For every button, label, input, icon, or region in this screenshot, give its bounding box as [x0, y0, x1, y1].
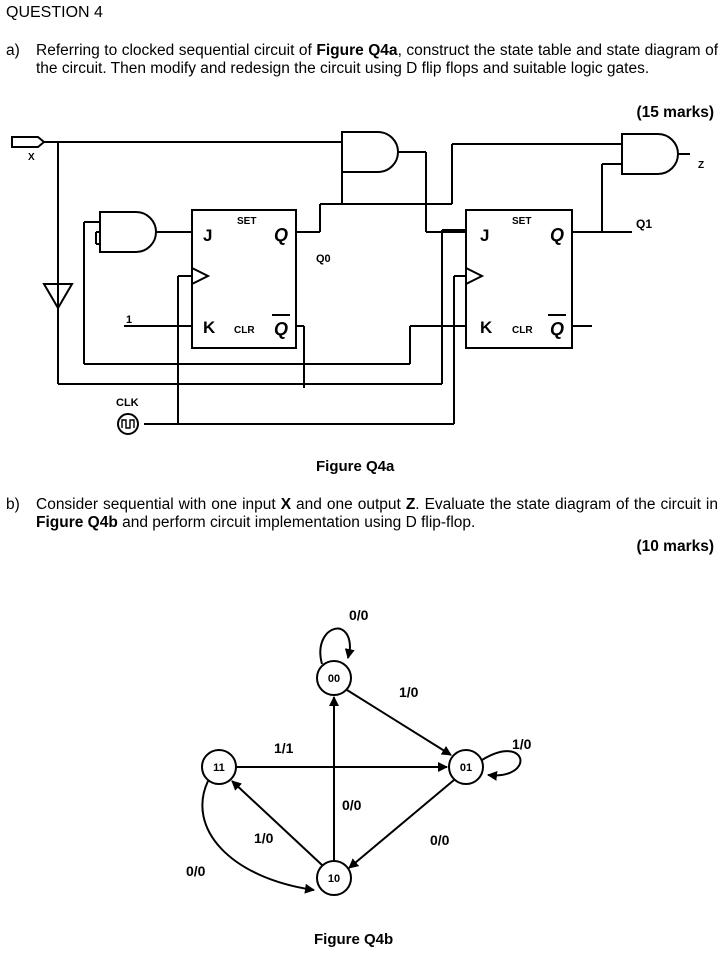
label-00-to-01: 1/0 [399, 684, 419, 700]
state-11-label: 11 [213, 762, 225, 774]
q1-label: Q1 [636, 217, 652, 231]
part-a-text-1: Referring to clocked sequential circuit … [36, 42, 317, 59]
output-z-label: Z [698, 160, 704, 171]
figure-q4b-state-diagram: 00 01 10 11 0/0 1/0 1/0 0/0 0/0 1/0 1/1 … [186, 607, 532, 896]
label-10-to-11: 1/0 [254, 830, 274, 846]
ff2-q-label: Q [550, 225, 564, 245]
state-01-label: 01 [460, 762, 472, 774]
label-11-to-01: 1/1 [274, 740, 294, 756]
part-b-text-4: and perform circuit implementation using… [117, 514, 476, 531]
part-b-label: b) [6, 496, 20, 513]
clk-label: CLK [116, 397, 139, 409]
const-one-label: 1 [126, 314, 132, 326]
ff2-j-label: J [480, 226, 489, 245]
flipflop-2-box [465, 209, 573, 349]
part-b-text-2: and one output [291, 496, 406, 513]
input-x-label: X [28, 152, 35, 163]
state-10-label: 10 [328, 873, 340, 885]
ff2-clr-label: CLR [512, 325, 533, 336]
ff1-j-label: J [203, 226, 212, 245]
ff1-clr-label: CLR [234, 325, 255, 336]
label-01-to-10: 0/0 [430, 832, 450, 848]
ff1-q-label: Q [274, 225, 288, 245]
transition-10-to-11 [231, 780, 323, 866]
question-title: QUESTION 4 [6, 4, 103, 21]
transition-00-self [319, 627, 355, 665]
ff2-set-label: SET [512, 216, 531, 227]
part-b-text-3: . Evaluate the state diagram of the circ… [415, 496, 718, 513]
part-a-figure-ref: Figure Q4a [316, 42, 398, 59]
part-b-marks: (10 marks) [636, 538, 714, 555]
part-a-label: a) [6, 42, 20, 59]
ff2-k-label: K [480, 318, 493, 337]
buffer-symbol [42, 283, 74, 310]
ff2-clock-triangle [465, 267, 485, 285]
ff1-clock-triangle [191, 267, 211, 285]
transition-11-to-10 [201, 780, 315, 894]
state-00-label: 00 [328, 673, 340, 685]
ff1-qbar-label: Q [274, 319, 288, 339]
input-x-pin [11, 136, 46, 148]
clock-source [117, 413, 139, 435]
ff1-set-label: SET [237, 216, 256, 227]
label-00-self: 0/0 [349, 607, 369, 623]
transition-01-self [481, 750, 522, 781]
ff1-k-label: K [203, 318, 216, 337]
transition-01-to-10 [348, 779, 455, 869]
state-01-circle [448, 749, 484, 785]
figure-q4a-circuit: J SET Q K CLR Q J SET Q K CLR Q X Z Q0 Q… [11, 131, 704, 435]
part-b: b) Consider sequential with one input X … [6, 496, 718, 536]
flipflop-1-box [191, 209, 297, 349]
part-a: a) Referring to clocked sequential circu… [6, 42, 718, 102]
label-01-self: 1/0 [512, 736, 532, 752]
figure-q4b-caption: Figure Q4b [314, 931, 394, 948]
part-a-marks: (15 marks) [636, 104, 714, 121]
label-10-to-00: 0/0 [342, 797, 362, 813]
q0-label: Q0 [316, 253, 331, 265]
transition-00-to-01 [346, 689, 452, 756]
and-gate-1 [99, 211, 157, 253]
figure-q4a-caption: Figure Q4a [316, 458, 395, 475]
part-b-text-1: Consider sequential with one input [36, 496, 281, 513]
and-gate-2 [341, 131, 399, 173]
part-b-input-var: X [280, 496, 292, 513]
part-b-figure-ref: Figure Q4b [36, 514, 118, 531]
part-a-text: Referring to clocked sequential circuit … [36, 42, 718, 78]
and-gate-3 [621, 133, 679, 175]
part-b-output-var: Z [405, 496, 416, 513]
label-11-to-10: 0/0 [186, 863, 206, 879]
part-a-text-2: , construct the state table and state di… [36, 42, 719, 77]
part-b-text: Consider sequential with one input X and… [36, 496, 718, 532]
state-00-circle [316, 660, 352, 696]
ff2-qbar-label: Q [550, 319, 564, 339]
